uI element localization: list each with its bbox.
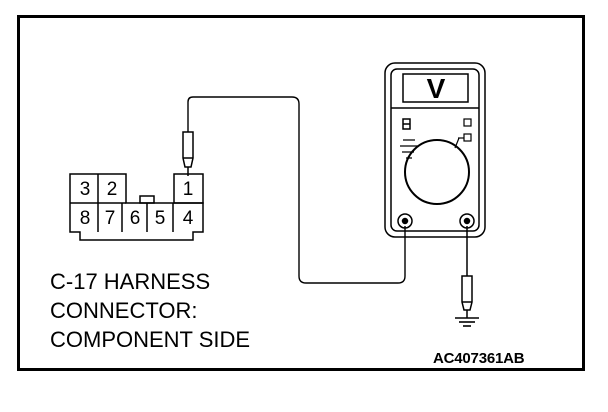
terminal-6: 6 [130, 208, 141, 229]
caption-line-3: COMPONENT SIDE [50, 327, 251, 352]
terminal-4: 4 [183, 208, 194, 229]
terminal-3: 3 [80, 179, 91, 200]
test-probe-icon [182, 131, 194, 176]
terminal-7: 7 [105, 208, 116, 229]
ground-lead [461, 226, 473, 318]
terminal-8: 8 [80, 208, 91, 229]
connector-terminal-labels: 3 2 1 8 7 6 5 4 [80, 179, 194, 229]
voltmeter-icon [384, 62, 486, 238]
harness-connector [69, 173, 204, 241]
diagram-frame [17, 15, 585, 371]
caption-line-2: CONNECTOR: [50, 298, 198, 323]
terminal-2: 2 [107, 179, 118, 200]
probe-lead-wire [187, 96, 406, 284]
terminal-1: 1 [183, 179, 194, 200]
connector-caption: C-17 HARNESS CONNECTOR: COMPONENT SIDE [50, 267, 250, 354]
meter-display-symbol: V [427, 73, 446, 104]
figure-reference-code: AC407361AB [433, 350, 525, 367]
ground-icon [455, 317, 479, 327]
caption-line-1: C-17 HARNESS [50, 269, 211, 294]
terminal-5: 5 [155, 208, 166, 229]
